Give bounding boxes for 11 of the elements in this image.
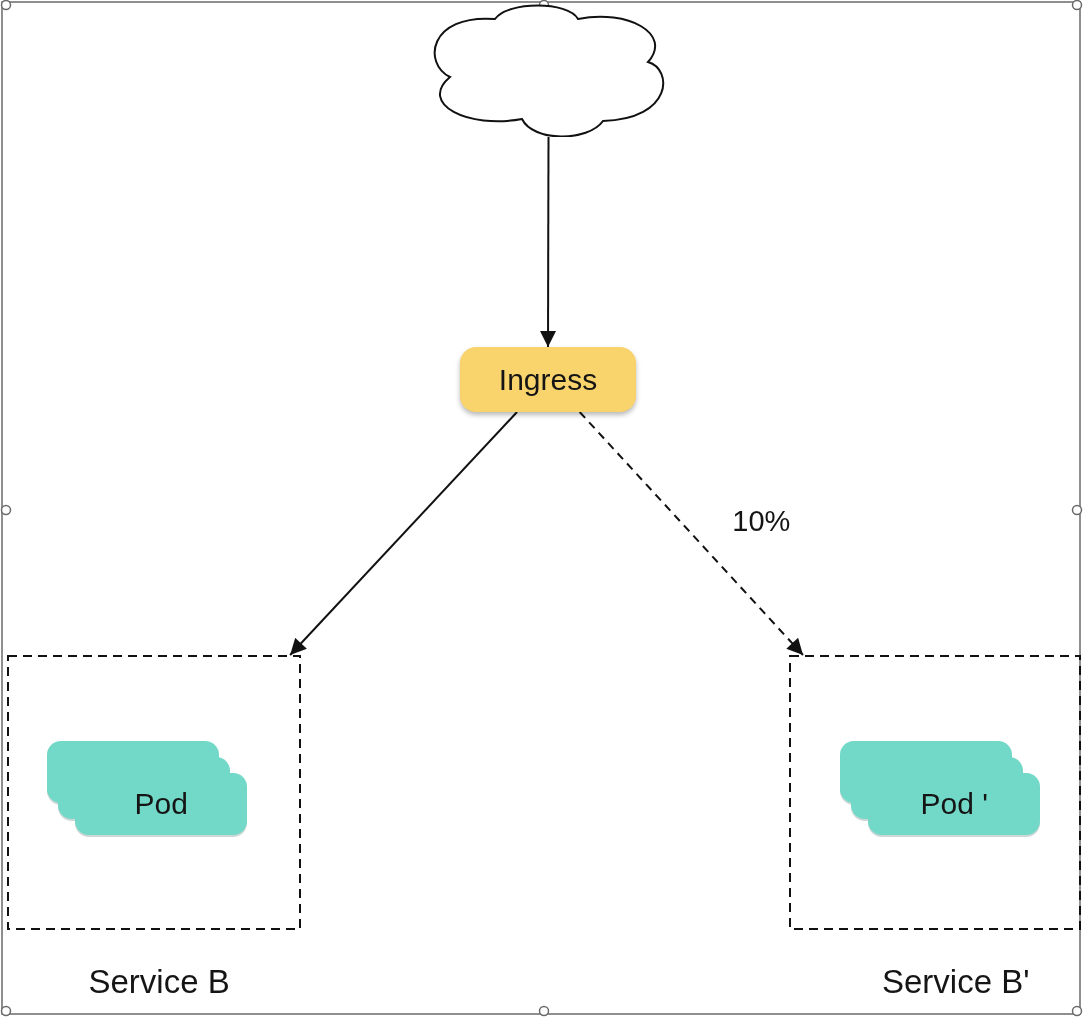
node-label: Pod ' <box>920 789 988 819</box>
pod-stack <box>45 740 249 840</box>
arrow <box>578 411 804 656</box>
arrow <box>289 411 518 656</box>
node-label: Pod <box>134 789 188 819</box>
group-label: Service B' <box>882 964 1030 1001</box>
pod-stack <box>838 740 1042 840</box>
arrow <box>540 136 557 348</box>
group-label: Service B <box>88 964 230 1001</box>
node-label: Ingress <box>498 364 598 395</box>
rounded-box <box>460 347 636 412</box>
